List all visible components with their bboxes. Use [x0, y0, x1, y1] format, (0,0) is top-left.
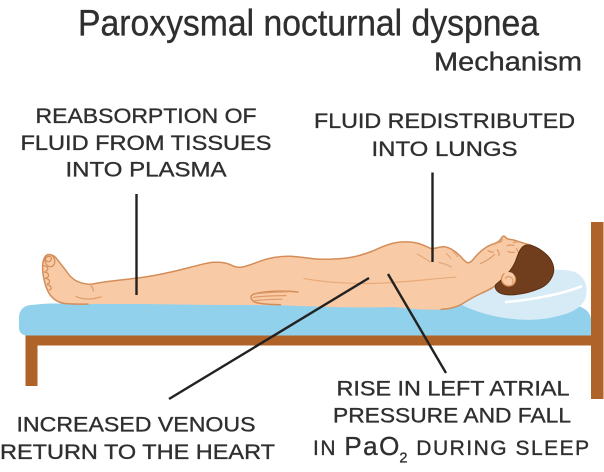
svg-text:FLUID FROM TISSUES: FLUID FROM TISSUES: [21, 132, 272, 155]
svg-text:Mechanism: Mechanism: [434, 49, 582, 77]
svg-text:INTO LUNGS: INTO LUNGS: [372, 138, 518, 161]
svg-text:Paroxysmal nocturnal dyspnea: Paroxysmal nocturnal dyspnea: [78, 3, 539, 44]
svg-text:PRESSURE AND FALL: PRESSURE AND FALL: [333, 404, 571, 427]
svg-text:RETURN TO THE HEART: RETURN TO THE HEART: [0, 441, 275, 464]
svg-text:INTO PLASMA: INTO PLASMA: [66, 159, 227, 182]
svg-text:IN PaO2 DURING SLEEP: IN PaO2 DURING SLEEP: [313, 431, 591, 467]
svg-text:REABSORPTION OF: REABSORPTION OF: [36, 105, 257, 128]
svg-text:FLUID REDISTRIBUTED: FLUID REDISTRIBUTED: [314, 110, 575, 133]
svg-text:INCREASED VENOUS: INCREASED VENOUS: [17, 413, 256, 436]
svg-text:RISE IN LEFT ATRIAL: RISE IN LEFT ATRIAL: [337, 377, 570, 400]
